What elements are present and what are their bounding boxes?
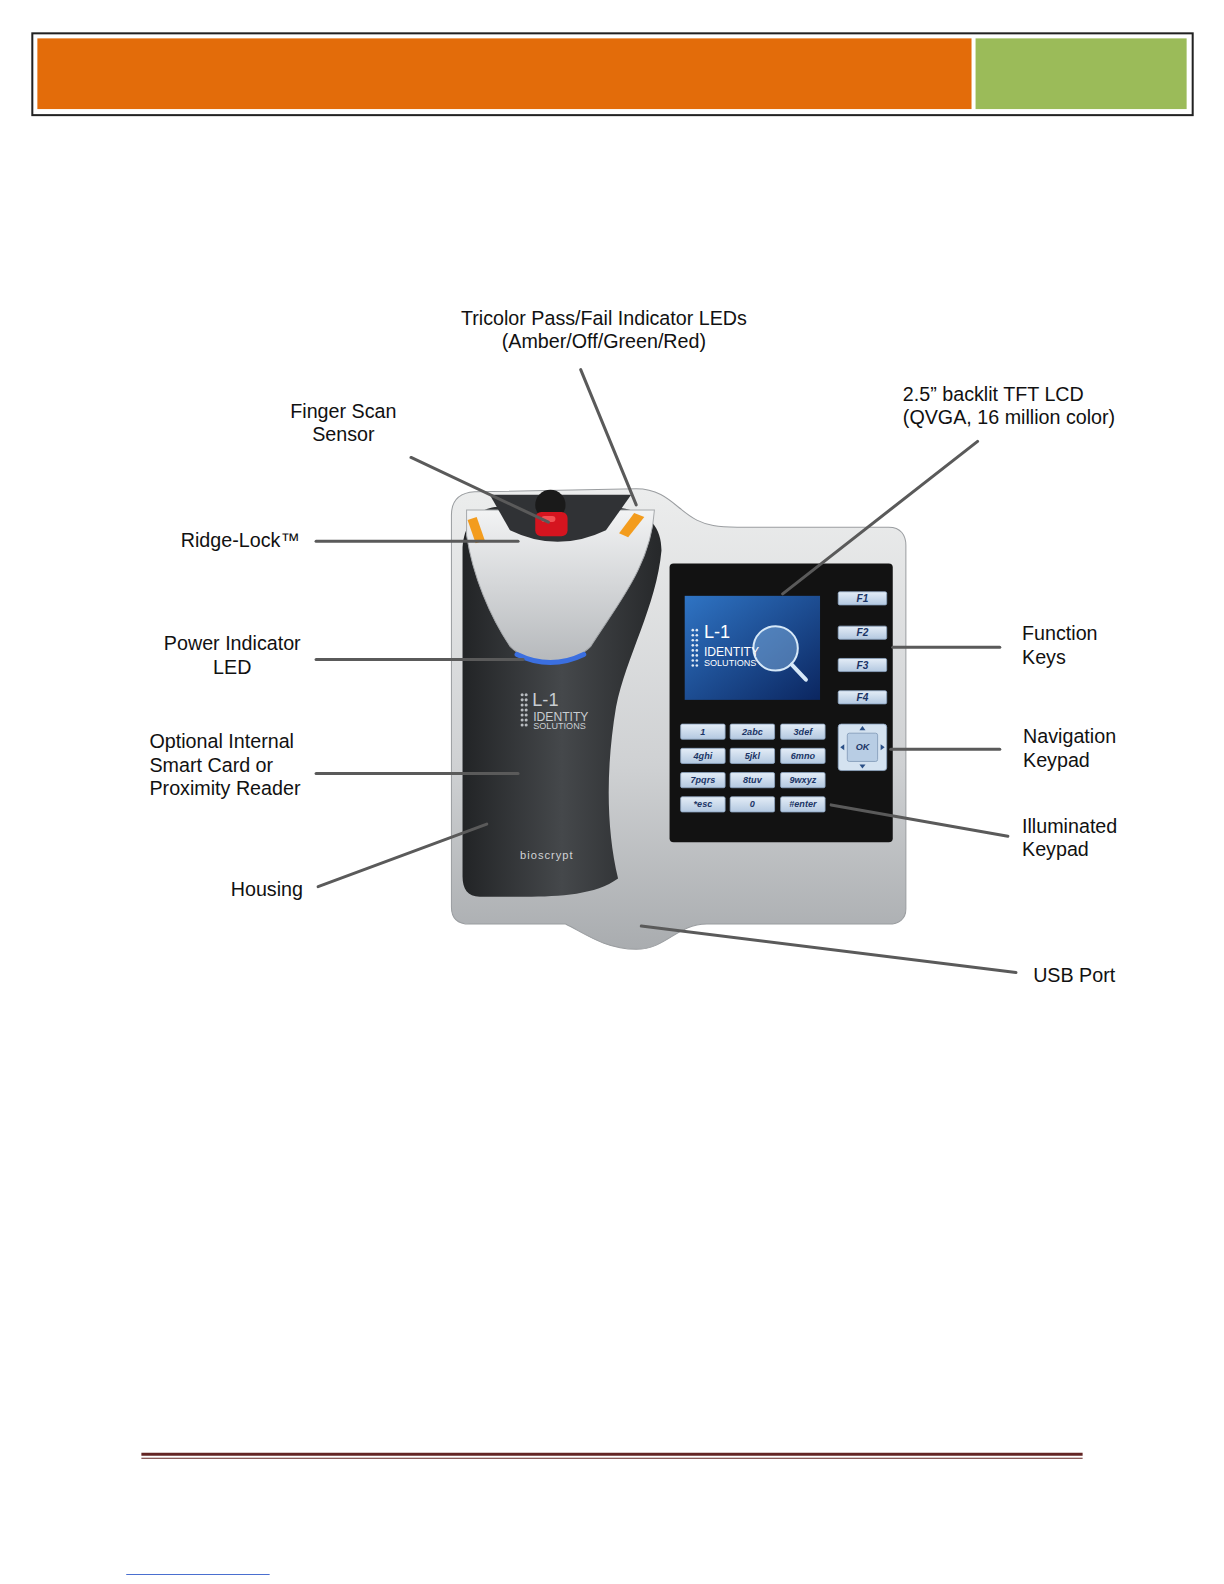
brand-name: bioscrypt (520, 850, 574, 861)
screen-panel (670, 564, 893, 843)
sensor-arch (467, 510, 655, 661)
function-key-text: F4 (857, 692, 869, 702)
footer-rule-thin (141, 1458, 1082, 1459)
keypad-key-text: 8tuv (743, 776, 762, 785)
keypad-key-text: 3def (794, 727, 813, 736)
callout-label: Finger Scan Sensor (268, 400, 419, 446)
navigation-pad (838, 724, 886, 770)
logo-dots (521, 693, 528, 726)
callout-label: Housing (182, 878, 303, 901)
navigation-arrows (840, 726, 884, 768)
lcd-screen (685, 596, 820, 700)
callout-label: USB Port (1033, 963, 1115, 986)
footnote-rule (126, 1574, 269, 1575)
keypad-key-text: 2abc (742, 727, 763, 736)
callout-label: Optional Internal Smart Card or Proximit… (149, 730, 319, 800)
keypad-key-text: 7pqrs (691, 776, 716, 785)
callout-label: Navigation Keypad (1023, 725, 1134, 771)
power-led (517, 654, 584, 662)
header-frame (32, 33, 1192, 115)
housing-logo-mark: L-1 (532, 691, 558, 709)
function-key-text: F1 (857, 593, 869, 603)
amber-led (468, 517, 485, 543)
ok-key-text: OK (856, 743, 870, 752)
amber-led (619, 513, 644, 537)
function-key-text: F3 (857, 660, 869, 670)
function-key-text: F2 (857, 628, 869, 638)
magnifier-handle (792, 665, 806, 680)
header-orange-bar (37, 38, 971, 109)
dark-panel (463, 507, 662, 897)
callout-label: Illuminated Keypad (1022, 815, 1133, 861)
keypad-key-text: 4ghi (694, 751, 713, 760)
keypad-key-text: *esc (694, 800, 713, 809)
header-green-bar (976, 38, 1187, 109)
callout-label: Tricolor Pass/Fail Indicator LEDs (Amber… (442, 307, 765, 353)
keypad-key-text: 6mno (791, 751, 815, 760)
footer-rule (141, 1453, 1082, 1456)
callout-label: Ridge-Lock™ (181, 529, 300, 552)
keypad-key-text: 5jkl (745, 751, 760, 760)
keypad-key-text: 1 (700, 727, 705, 736)
callout-label: Function Keys (1022, 622, 1123, 668)
callout-label: Power Indicator LED (151, 632, 313, 678)
keypad-key-text: 0 (750, 800, 755, 809)
screen-logo-word: SOLUTIONS (704, 658, 757, 667)
function-keys (838, 592, 886, 704)
keypad-key-text: #enter (789, 800, 816, 809)
keypad-key-text: 9wxyz (789, 776, 816, 785)
callout-label: 2.5” backlit TFT LCD (QVGA, 16 million c… (903, 383, 1145, 429)
keypad-keys (681, 724, 825, 812)
finger-sensor (535, 512, 567, 536)
housing-logo-word: SOLUTIONS (533, 722, 586, 731)
leader-lines (316, 370, 1016, 973)
device-housing (451, 489, 905, 950)
screen-logo-mark: L-1 (704, 623, 730, 641)
screen-logo-dots (691, 629, 698, 667)
ok-button (847, 733, 877, 761)
screen-logo-word: IDENTITY (704, 646, 759, 658)
